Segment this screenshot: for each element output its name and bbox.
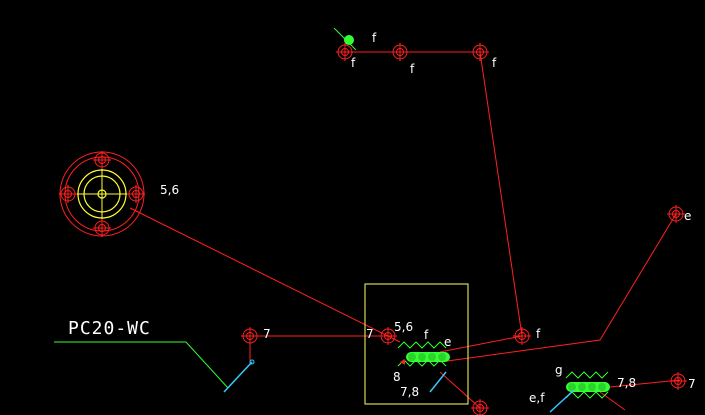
wire-box-lower bbox=[439, 371, 481, 409]
label-f: f bbox=[424, 328, 429, 342]
wire-to-right-e bbox=[439, 213, 677, 363]
arrow-icon bbox=[223, 361, 253, 393]
wire-bottom-right bbox=[599, 379, 681, 389]
node-marker[interactable] bbox=[668, 371, 688, 391]
label-ef: e,f bbox=[529, 391, 545, 405]
label-78: 7,8 bbox=[400, 385, 419, 399]
label-56: 5,6 bbox=[394, 320, 413, 334]
device-target[interactable] bbox=[58, 150, 146, 238]
node-marker[interactable] bbox=[240, 326, 260, 346]
label-7: 7 bbox=[366, 327, 374, 341]
arrow-icon bbox=[400, 359, 405, 365]
label-8: 8 bbox=[393, 370, 401, 384]
bus-bar-secondary[interactable] bbox=[565, 371, 610, 399]
label-7: 7 bbox=[688, 377, 696, 391]
node-marker[interactable] bbox=[390, 42, 410, 62]
wire-bottom-right-tail bbox=[599, 391, 626, 411]
cable-tag: PC20-WC bbox=[68, 318, 151, 339]
node-marker[interactable] bbox=[512, 326, 532, 346]
label-7: 7 bbox=[263, 327, 271, 341]
label-78: 7,8 bbox=[617, 376, 636, 390]
panel-box[interactable] bbox=[364, 283, 469, 405]
wire-top-run bbox=[345, 51, 523, 337]
wire-network bbox=[129, 51, 681, 411]
node-marker[interactable] bbox=[666, 204, 686, 224]
label-e: e bbox=[684, 209, 691, 223]
label-f: f bbox=[492, 56, 497, 70]
node-marker[interactable] bbox=[470, 42, 490, 62]
label-e: e bbox=[444, 335, 451, 349]
label-f: f bbox=[351, 56, 356, 70]
label-f: f bbox=[410, 62, 415, 76]
node-marker[interactable] bbox=[470, 398, 490, 415]
label-g: g bbox=[555, 363, 563, 377]
device-label: 5,6 bbox=[160, 183, 179, 197]
label-f: f bbox=[372, 31, 377, 45]
wire-to-right-f bbox=[439, 335, 523, 353]
wire-device-to-panel bbox=[129, 207, 401, 343]
bus-bar-main[interactable] bbox=[397, 341, 450, 367]
source-point[interactable] bbox=[333, 27, 357, 51]
arrow-icon bbox=[549, 389, 575, 413]
label-f: f bbox=[536, 327, 541, 341]
cable-end-point bbox=[249, 359, 255, 365]
cable-leader bbox=[54, 341, 229, 389]
arrow-icon bbox=[429, 371, 447, 393]
